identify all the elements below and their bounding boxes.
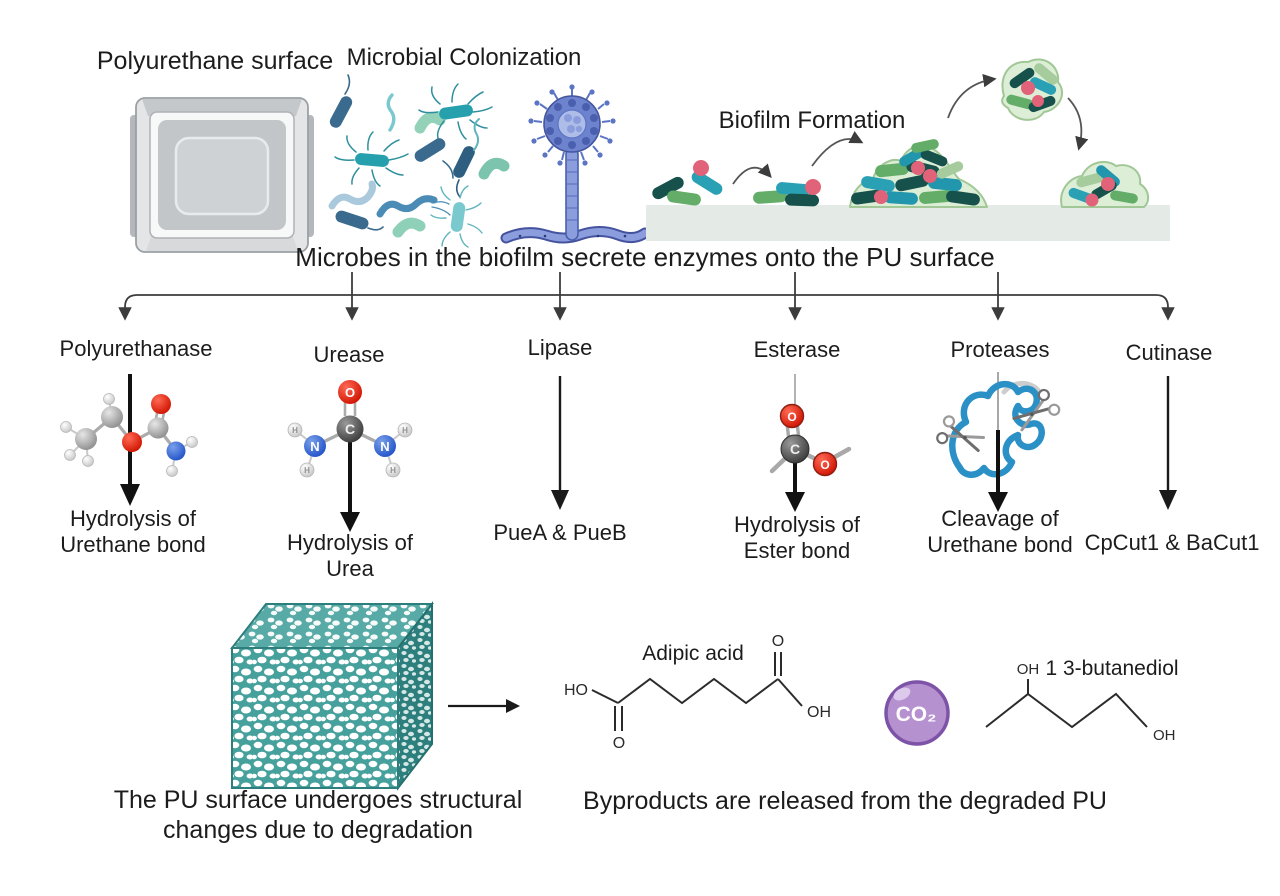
branch-arrows bbox=[118, 272, 1175, 321]
atom-label-h: H bbox=[304, 466, 310, 475]
down-arrow-icon bbox=[1159, 376, 1177, 510]
growth-arrow bbox=[811, 131, 864, 167]
pu-surface-label: Polyurethane surface bbox=[96, 47, 334, 75]
attached-cluster bbox=[752, 179, 821, 207]
enzyme-result-urease: Hydrolysis of Urea bbox=[287, 530, 413, 581]
heading-text: Microbes in the biofilm secrete enzymes … bbox=[295, 242, 995, 272]
enzyme-name-esterase: Esterase bbox=[753, 337, 841, 362]
dispersal-arrow bbox=[947, 73, 997, 119]
butanediol-oh-label: OH bbox=[1017, 661, 1040, 678]
adipic-o-label: O bbox=[772, 633, 784, 650]
urea-molecule-icon: O C N N H H H H bbox=[287, 380, 413, 532]
atom-label-c: C bbox=[790, 441, 800, 457]
degradation-arrow bbox=[448, 699, 520, 713]
enzyme-result-esterase: Hydrolysis of Ester bond bbox=[734, 512, 860, 563]
fungus-icon bbox=[500, 84, 651, 244]
degraded-pu-cube-icon bbox=[229, 601, 435, 791]
protein-strand bbox=[949, 381, 1045, 478]
adipic-ho-label: HO bbox=[564, 682, 588, 699]
attachment-arrow bbox=[732, 163, 772, 185]
enzyme-name-proteases: Proteases bbox=[950, 337, 1050, 362]
planktonic-cluster bbox=[650, 160, 725, 207]
atom-label-h: H bbox=[402, 426, 408, 435]
enzyme-result-polyurethanase: Hydrolysis of Urethane bond bbox=[60, 506, 206, 557]
butanediol-label: 1 3-butanediol bbox=[1045, 657, 1179, 680]
bacteria-field-icon bbox=[327, 74, 510, 248]
butanediol-oh-label: OH bbox=[1153, 727, 1176, 744]
enzyme-result-cutinase: CpCut1 & BaCut1 bbox=[1084, 530, 1260, 555]
atom-label-h: H bbox=[292, 426, 298, 435]
biofilm-mound bbox=[849, 138, 988, 208]
atom-label-h: H bbox=[390, 466, 396, 475]
atom-label-n: N bbox=[380, 439, 389, 454]
co2-icon: CO₂ bbox=[884, 680, 950, 746]
protein-scissors-icon bbox=[934, 372, 1063, 512]
structural-caption: The PU surface undergoes structural chan… bbox=[113, 786, 523, 844]
atom-label-o: O bbox=[787, 410, 796, 424]
byproducts-caption: Byproducts are released from the degrade… bbox=[583, 787, 1107, 815]
pu-tray-icon bbox=[130, 97, 314, 253]
atom-label-c: C bbox=[345, 421, 355, 437]
enzyme-name-urease: Urease bbox=[313, 342, 385, 367]
microbial-colonization-label: Microbial Colonization bbox=[346, 44, 582, 71]
reattachment-arrow bbox=[1067, 97, 1089, 151]
recolonized-cluster bbox=[1060, 160, 1150, 208]
adipic-o-label: O bbox=[613, 735, 625, 752]
atom-label-o: O bbox=[345, 385, 355, 400]
detached-cluster bbox=[1001, 58, 1063, 121]
ester-molecule-icon: O C O bbox=[769, 374, 852, 512]
atom-label-o: O bbox=[820, 458, 829, 472]
butanediol-structure bbox=[985, 679, 1148, 729]
biofilm-formation-label: Biofilm Formation bbox=[718, 107, 906, 134]
pu-surface-strip bbox=[646, 205, 1170, 241]
adipic-acid-label: Adipic acid bbox=[642, 642, 744, 665]
biofilm-illustration bbox=[646, 58, 1170, 241]
adipic-acid-structure bbox=[591, 652, 803, 731]
co2-label: CO₂ bbox=[896, 703, 937, 726]
scissors-icon bbox=[934, 413, 988, 459]
atom-label-n: N bbox=[310, 439, 319, 454]
adipic-oh-label: OH bbox=[807, 704, 831, 721]
enzyme-name-polyurethanase: Polyurethanase bbox=[59, 336, 213, 361]
down-arrow-icon bbox=[551, 376, 569, 510]
enzyme-result-proteases: Cleavage of Urethane bond bbox=[927, 506, 1073, 557]
fungus-head bbox=[528, 84, 616, 166]
urethane-molecule-icon bbox=[60, 374, 198, 506]
enzyme-name-lipase: Lipase bbox=[527, 335, 593, 360]
enzyme-result-lipase: PueA & PueB bbox=[493, 520, 627, 545]
enzyme-name-cutinase: Cutinase bbox=[1125, 340, 1213, 365]
